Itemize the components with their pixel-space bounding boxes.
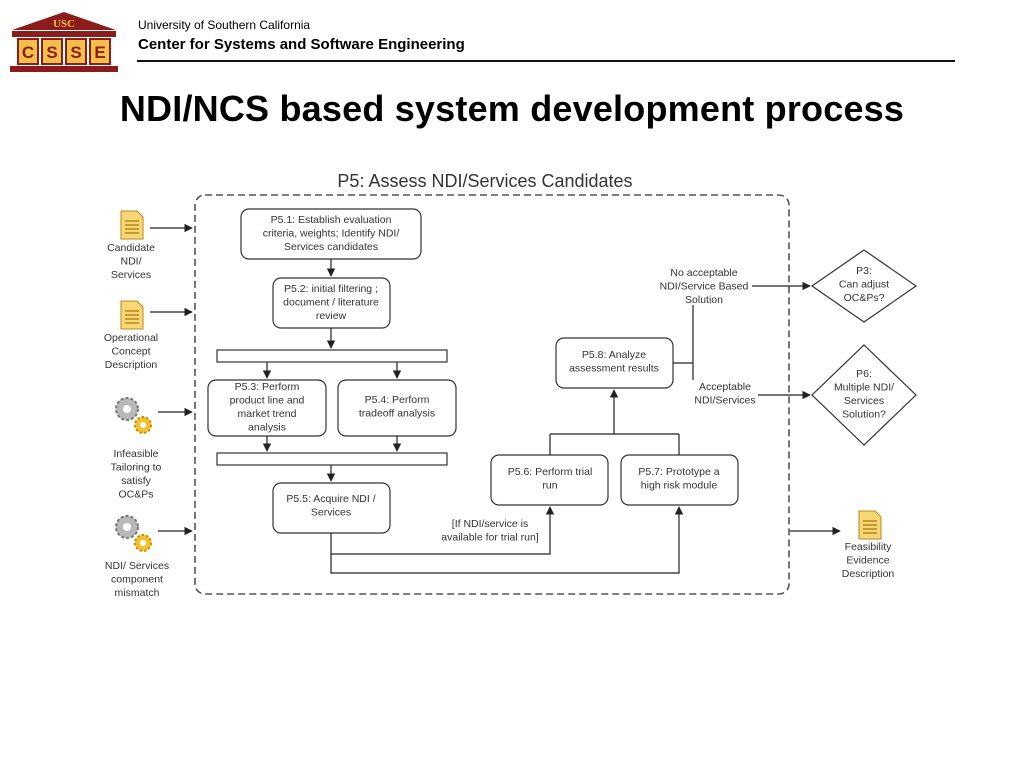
text-line: market trend [238,408,297,420]
document-icon [858,510,882,540]
text-line: Can adjust [839,279,889,291]
gears-icon [115,397,152,434]
sync-bar-top [216,349,448,363]
text-line: No acceptable [670,267,737,279]
text-line: NDI/Service Based [660,281,749,293]
text-line: Operational [104,332,158,344]
text-line: P3: [856,265,872,277]
university-name: University of Southern California [138,18,311,32]
logo-letter: S [70,43,81,62]
text-line: satisfy [121,475,152,487]
logo-letter: E [94,43,105,62]
text-line: Concept [111,346,150,358]
text-line: NDI/ [121,256,142,268]
text-line: OC&Ps [118,489,153,501]
step-p52-text: P5.2: initial filtering ; document / lite… [283,283,379,322]
text-line: P5.2: initial filtering ; [284,283,378,295]
text-line: P5.5: Acquire NDI / [286,493,375,505]
header-rule [137,60,955,62]
text-line: P5.6: Perform trial [508,466,593,478]
logo-letter-box [17,38,39,65]
text-line: Multiple NDI/ [834,382,894,394]
text-line: OC&Ps? [844,292,885,304]
text-line: assessment results [569,363,659,375]
text-line: P5.3: Perform [235,381,300,393]
text-line: criteria, weights; Identify NDI/ [263,228,400,240]
text-line: Solution [685,294,723,306]
text-line: P5.7: Prototype a [638,466,719,478]
text-line: Tailoring to [111,462,162,474]
text-line: tradeoff analysis [359,408,435,420]
text-line: document / literature [283,297,379,309]
text-line: Description [105,359,158,371]
text-line: Acceptable [699,381,751,393]
step-p56-text: P5.6: Perform trial run [508,466,593,492]
text-line: P5.4: Perform [365,394,430,406]
text-line: high risk module [641,480,718,492]
text-line: NDI/ Services [105,560,169,572]
text-line: mismatch [115,587,160,599]
text-line: Description [842,568,895,580]
document-icon [120,300,144,330]
text-line: Infeasible [114,448,159,460]
logo-letter-box [89,38,111,65]
text-line: Candidate [107,242,155,254]
text-line: Feasibility [845,541,892,553]
text-line: Services [844,395,884,407]
label-trial-condition: [If NDI/service is available for trial ru… [441,518,539,544]
center-name: Center for Systems and Software Engineer… [138,36,465,53]
logo-letter-box [41,38,63,65]
text-line: Services [311,507,351,519]
decision-p6 [811,344,917,446]
logo-letter: S [46,43,57,62]
step-p54-text: P5.4: Perform tradeoff analysis [359,394,435,420]
text-line: component [111,574,163,586]
step-p57-text: P5.7: Prototype a high risk module [638,466,719,492]
gears-icon [115,515,152,552]
text-line: Services candidates [284,241,378,253]
step-p55-text: P5.5: Acquire NDI / Services [286,493,375,519]
document-icon [120,210,144,240]
step-p51-text: P5.1: Establish evaluation criteria, weig… [263,214,400,253]
text-line: run [542,480,557,492]
slide-title: NDI/NCS based system development process [119,88,905,129]
text-line: P5.8: Analyze [582,349,646,361]
text-line: analysis [248,422,286,434]
step-p58-text: P5.8: Analyze assessment results [569,349,659,375]
text-line: Solution? [842,409,886,421]
text-line: Services [111,269,151,281]
container-title: P5: Assess NDI/Services Candidates [337,171,632,191]
logo-letter: C [22,43,34,62]
text-line: Evidence [846,555,889,567]
logo-letter-box [65,38,87,65]
svg-text:USC: USC [53,18,75,30]
text-line: [If NDI/service is [452,518,528,530]
text-line: P5.1: Establish evaluation [271,214,392,226]
sync-bar-bottom [216,452,448,466]
text-line: review [316,310,347,322]
text-line: available for trial run] [441,532,539,544]
p5-container [194,194,790,595]
text-line: NDI/Services [694,395,755,407]
text-line: product line and [230,395,305,407]
text-line: P6: [856,368,872,380]
decision-p3 [810,249,918,323]
